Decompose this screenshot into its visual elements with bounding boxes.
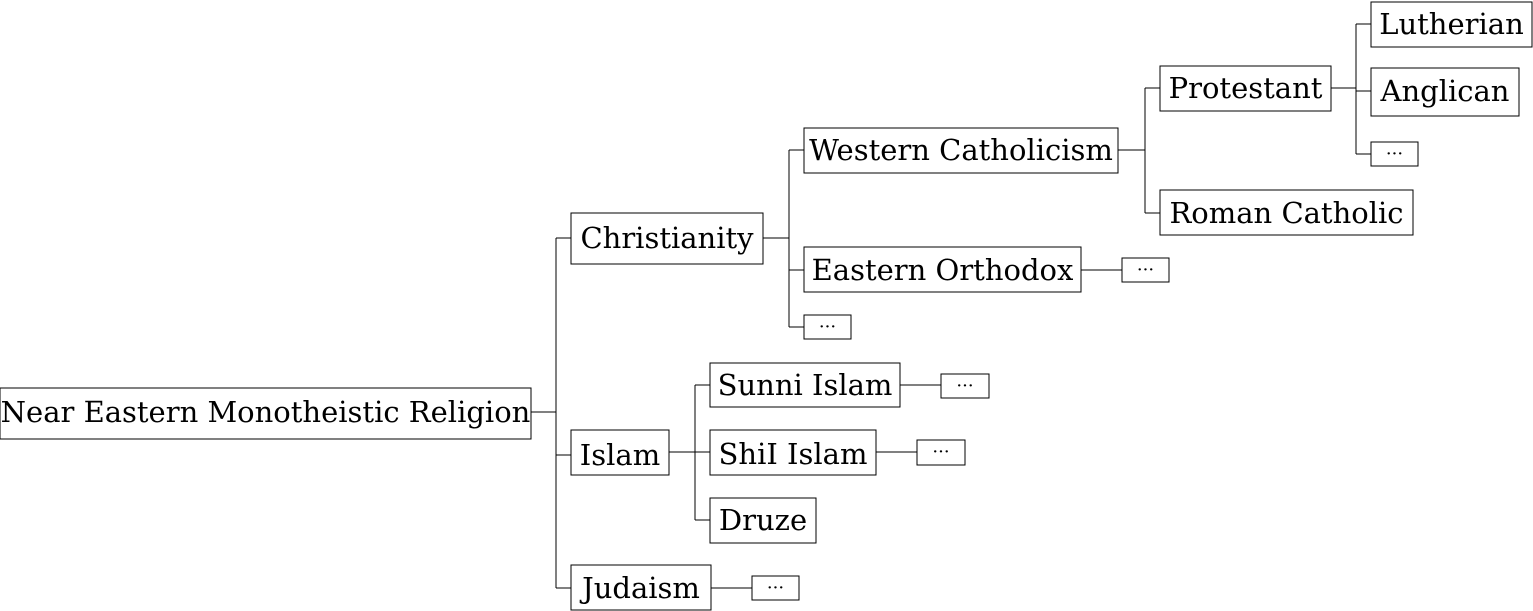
node-eastern-orthodox: Eastern Orthodox: [803, 246, 1082, 293]
node-protestant-more: ···: [1370, 141, 1419, 167]
connectors: [531, 23, 1371, 589]
node-protestant: Protestant: [1159, 65, 1332, 112]
node-western-catholicism-label: Western Catholicism: [809, 133, 1113, 167]
node-root: Near Eastern Monotheistic Religion: [0, 387, 532, 440]
node-druze: Druze: [709, 497, 817, 544]
node-western-catholicism: Western Catholicism: [803, 127, 1119, 174]
node-eastern-orthodox-label: Eastern Orthodox: [812, 253, 1074, 287]
node-shii-islam-more-label: ···: [932, 442, 949, 463]
node-judaism-more-label: ···: [767, 578, 784, 599]
node-root-label: Near Eastern Monotheistic Religion: [1, 395, 531, 429]
node-sunni-islam-label: Sunni Islam: [718, 368, 893, 402]
node-christianity: Christianity: [570, 212, 764, 265]
node-eastern-orthodox-more: ···: [1121, 257, 1170, 283]
node-sunni-islam: Sunni Islam: [709, 362, 901, 408]
node-roman-catholic: Roman Catholic: [1159, 189, 1414, 236]
node-anglican-label: Anglican: [1380, 74, 1510, 108]
node-shii-islam-more: ···: [916, 439, 966, 466]
node-christianity-label: Christianity: [580, 221, 754, 255]
node-christianity-more: ···: [803, 314, 852, 340]
node-islam: Islam: [570, 429, 670, 476]
node-shii-islam: ShiI Islam: [709, 429, 877, 476]
node-christianity-more-label: ···: [819, 317, 836, 338]
node-eastern-orthodox-more-label: ···: [1137, 260, 1154, 281]
node-islam-label: Islam: [580, 438, 660, 472]
node-protestant-more-label: ···: [1386, 144, 1403, 165]
node-judaism-label: Judaism: [579, 571, 700, 605]
node-roman-catholic-label: Roman Catholic: [1169, 196, 1403, 230]
node-druze-label: Druze: [719, 503, 807, 537]
node-lutherian-label: Lutherian: [1379, 7, 1524, 41]
node-judaism-more: ···: [751, 575, 800, 601]
node-shii-islam-label: ShiI Islam: [719, 437, 868, 471]
node-anglican: Anglican: [1370, 67, 1520, 117]
node-lutherian: Lutherian: [1370, 1, 1533, 48]
node-protestant-label: Protestant: [1169, 71, 1323, 105]
node-judaism: Judaism: [570, 564, 712, 611]
node-sunni-islam-more: ···: [940, 373, 990, 399]
node-sunni-islam-more-label: ···: [956, 376, 973, 397]
